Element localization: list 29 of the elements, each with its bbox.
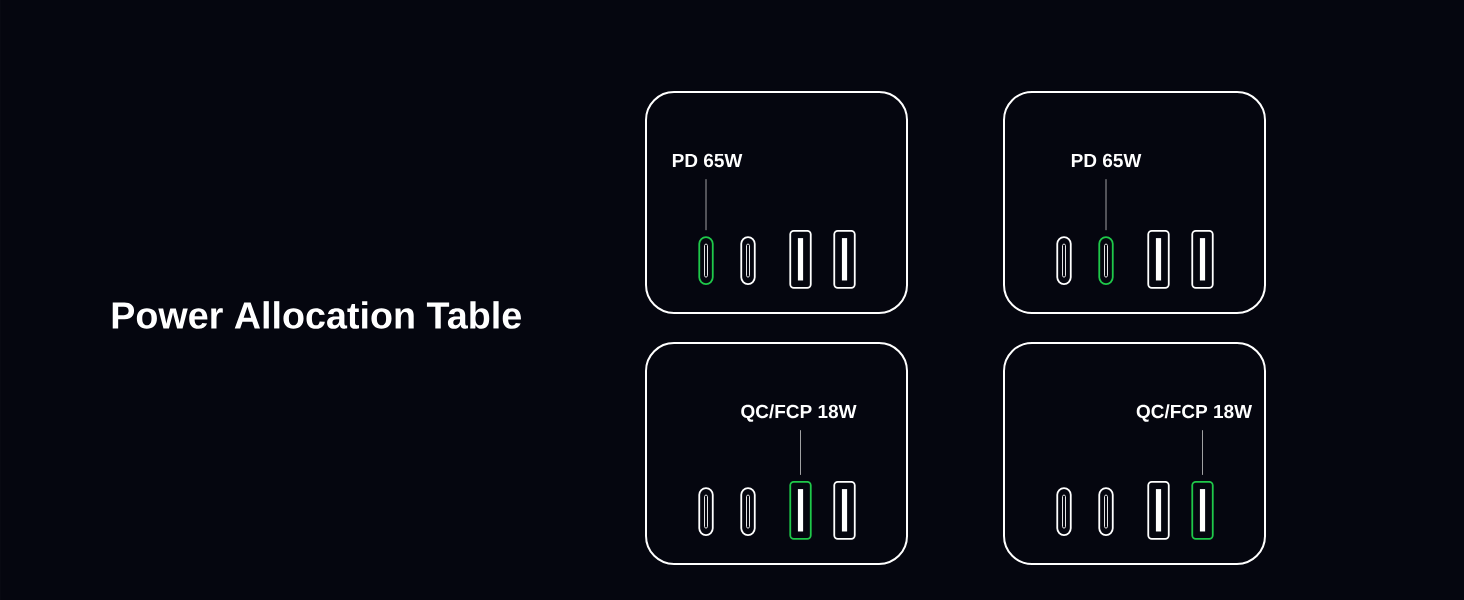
usb-a-port	[1147, 229, 1170, 289]
usb-a-port	[1147, 480, 1170, 540]
usb-a-port	[789, 229, 812, 289]
usb-c-port	[740, 236, 756, 285]
leader-line	[800, 429, 801, 476]
usb-c-port	[698, 236, 714, 285]
leader-line	[705, 178, 707, 231]
charger-panel	[645, 91, 908, 314]
port-label: QC/FCP 18W	[1136, 404, 1253, 422]
usb-a-port	[833, 229, 856, 289]
usb-c-port	[1098, 487, 1114, 536]
usb-a-port	[833, 480, 856, 540]
leader-line	[1105, 178, 1107, 231]
charger-panel	[1003, 91, 1266, 314]
port-label: PD 65W	[672, 153, 743, 168]
usb-a-port	[1191, 229, 1214, 289]
diagram-title: Power Allocation Table	[112, 301, 521, 329]
port-label: QC/FCP 18W	[741, 404, 857, 422]
usb-c-port	[698, 487, 714, 536]
usb-c-port	[1098, 236, 1114, 285]
usb-a-port	[1191, 480, 1214, 540]
leader-line	[1202, 429, 1203, 476]
usb-c-port	[740, 487, 756, 536]
charger-panel	[1003, 342, 1266, 565]
usb-a-port	[789, 480, 812, 540]
usb-c-port	[1056, 236, 1072, 285]
charger-panel	[645, 342, 908, 565]
usb-c-port	[1056, 487, 1072, 536]
port-label: PD 65W	[1071, 153, 1142, 168]
